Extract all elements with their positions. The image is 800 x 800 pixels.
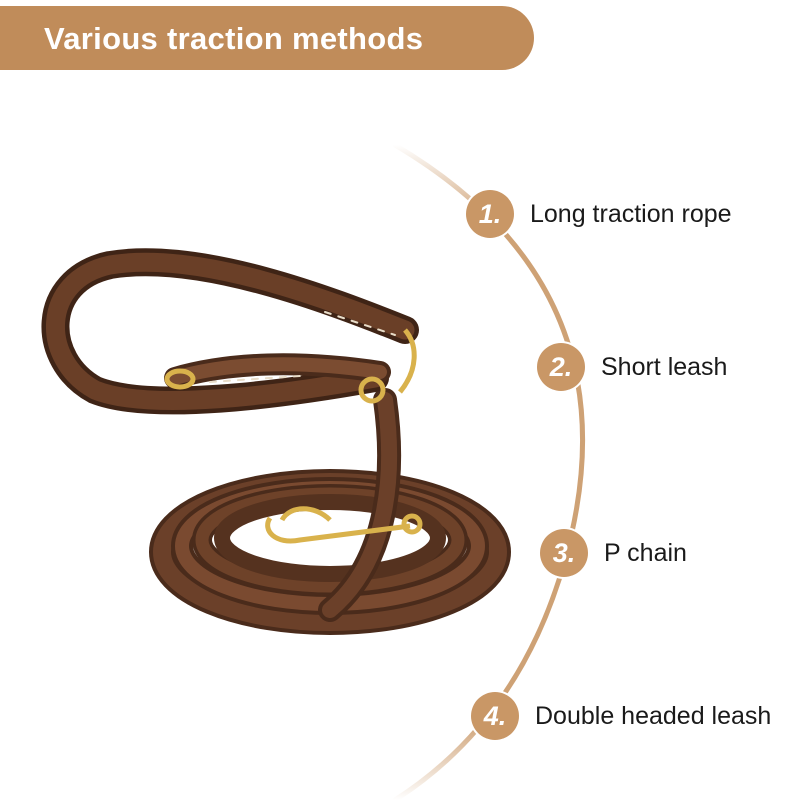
banner-title: Various traction methods [44,21,424,56]
step-number-badge: 4. [471,692,519,740]
step-number-badge: 3. [540,529,588,577]
step-label: Short leash [601,352,728,381]
step-number-badge: 2. [537,343,585,391]
step-p-chain: 3. P chain [540,529,687,577]
step-label: Long traction rope [530,199,732,228]
step-number-badge: 1. [466,190,514,238]
step-double-headed-leash: 4. Double headed leash [471,692,771,740]
step-label: P chain [604,538,687,567]
step-short-leash: 2. Short leash [537,343,727,391]
step-label: Double headed leash [535,701,772,730]
title-banner [0,6,534,70]
step-long-traction-rope: 1. Long traction rope [466,190,732,238]
